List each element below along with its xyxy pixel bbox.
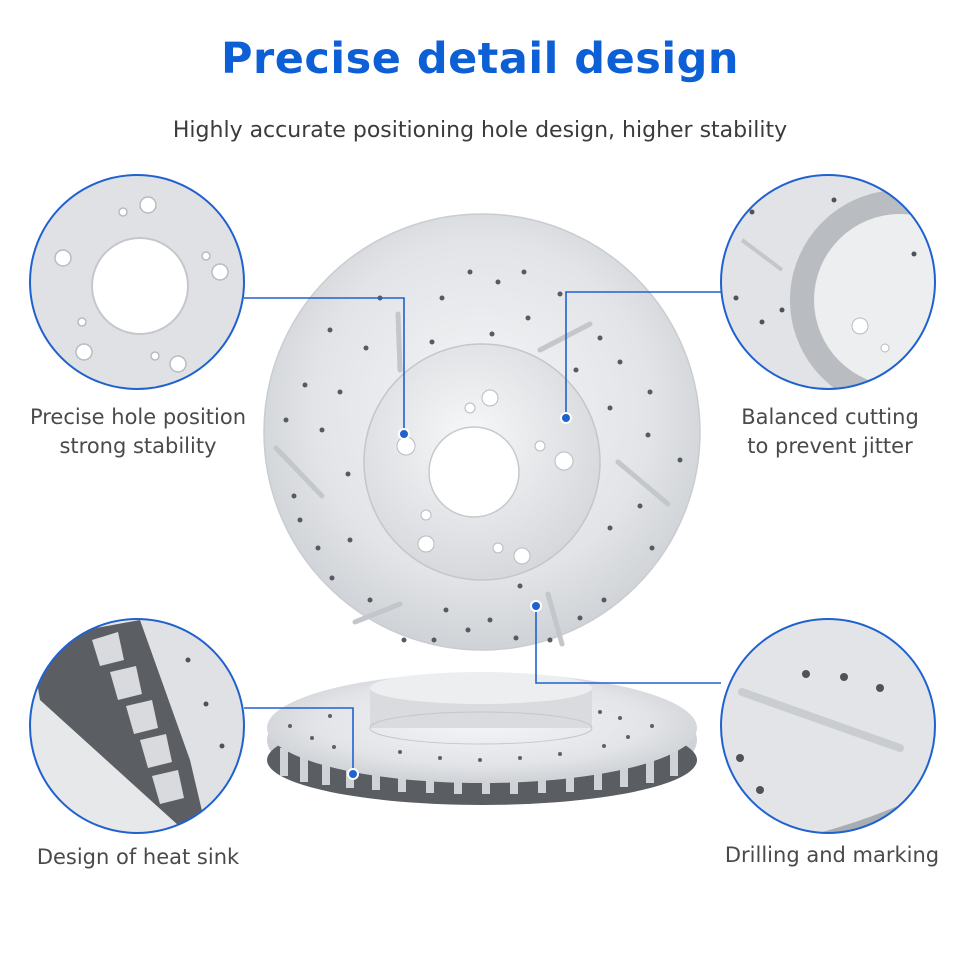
zoom-balanced-cutting xyxy=(720,174,936,390)
callout-hole-position: Precise hole position strong stability xyxy=(28,403,248,461)
zoom-heat-sink xyxy=(29,618,245,834)
callout-heat-sink-line1: Design of heat sink xyxy=(36,845,240,869)
page-title: Precise detail design xyxy=(221,34,739,84)
callout-balanced-cutting: Balanced cutting to prevent jitter xyxy=(720,403,940,461)
callout-dots xyxy=(347,412,572,780)
callout-balanced-cutting-line2: to prevent jitter xyxy=(747,434,913,458)
rear-brake-disc xyxy=(267,672,697,805)
callout-hole-position-line1: Precise hole position xyxy=(29,405,247,429)
callout-hole-position-line2: strong stability xyxy=(59,434,217,458)
callout-lines xyxy=(244,291,721,773)
zoom-hole-position xyxy=(29,174,245,390)
front-brake-disc xyxy=(263,213,701,651)
zoom-drilling-marking xyxy=(720,618,936,834)
callout-drilling-marking: Drilling and marking xyxy=(712,841,952,870)
callout-heat-sink: Design of heat sink xyxy=(28,843,248,872)
callout-drilling-marking-line1: Drilling and marking xyxy=(724,843,940,867)
callout-balanced-cutting-line1: Balanced cutting xyxy=(741,405,919,429)
page-subtitle: Highly accurate positioning hole design,… xyxy=(172,118,788,143)
